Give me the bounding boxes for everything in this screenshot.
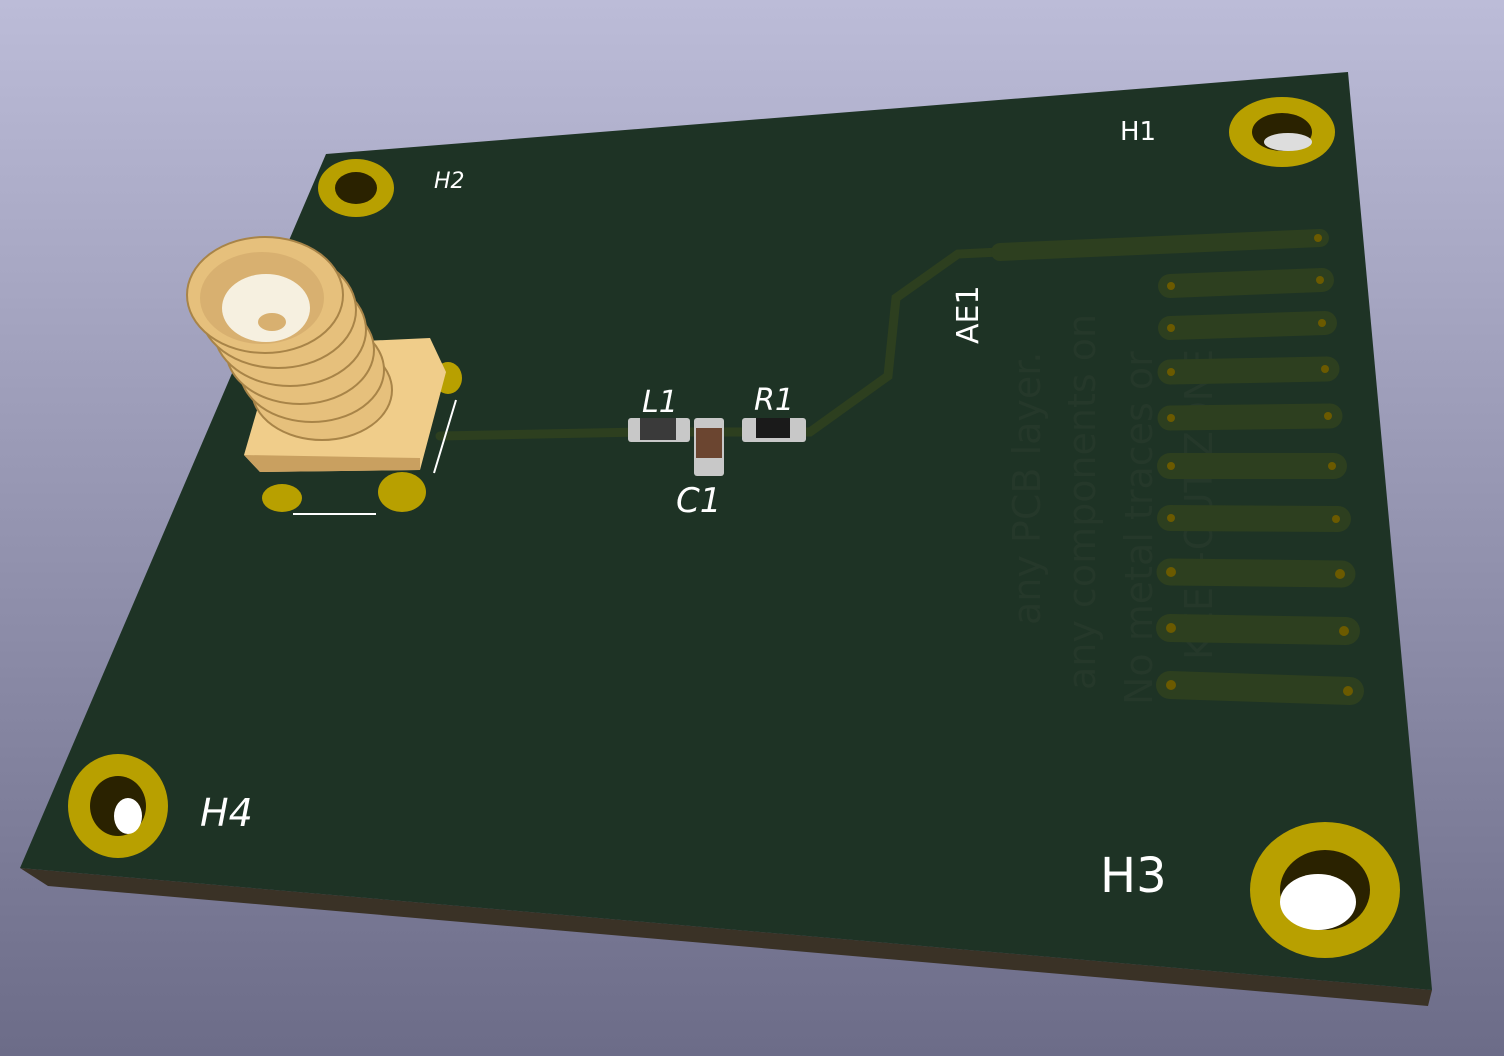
label-l1: L1 bbox=[642, 385, 678, 420]
inductor-l1[interactable] bbox=[628, 418, 690, 442]
svg-text:any components on: any components on bbox=[1060, 314, 1104, 690]
label-h3: H3 bbox=[1100, 848, 1167, 904]
label-h1: H1 bbox=[1120, 117, 1156, 147]
label-r1: R1 bbox=[754, 383, 794, 418]
board-surface bbox=[20, 72, 1432, 990]
svg-text:KEEP-OUT ZONE: KEEP-OUT ZONE bbox=[1177, 349, 1221, 660]
mounting-hole-h1[interactable] bbox=[1229, 97, 1335, 167]
mounting-hole-h2[interactable] bbox=[318, 159, 394, 217]
label-ae1: AE1 bbox=[951, 285, 986, 344]
board-edge bbox=[20, 868, 1432, 1006]
capacitor-c1[interactable] bbox=[694, 418, 724, 476]
antenna-vias bbox=[1166, 234, 1353, 696]
mounting-hole-h4[interactable] bbox=[68, 754, 168, 858]
label-h2: H2 bbox=[434, 169, 465, 194]
sma-connector[interactable] bbox=[186, 236, 462, 515]
svg-text:No metal traces or: No metal traces or bbox=[1117, 351, 1161, 705]
keepout-note: any PCB layer. any components on No meta… bbox=[1005, 314, 1221, 705]
resistor-r1[interactable] bbox=[742, 418, 806, 442]
label-c1: C1 bbox=[676, 481, 721, 521]
label-h4: H4 bbox=[200, 791, 253, 835]
svg-text:any PCB layer.: any PCB layer. bbox=[1005, 352, 1049, 625]
mounting-hole-h3[interactable] bbox=[1250, 822, 1400, 958]
